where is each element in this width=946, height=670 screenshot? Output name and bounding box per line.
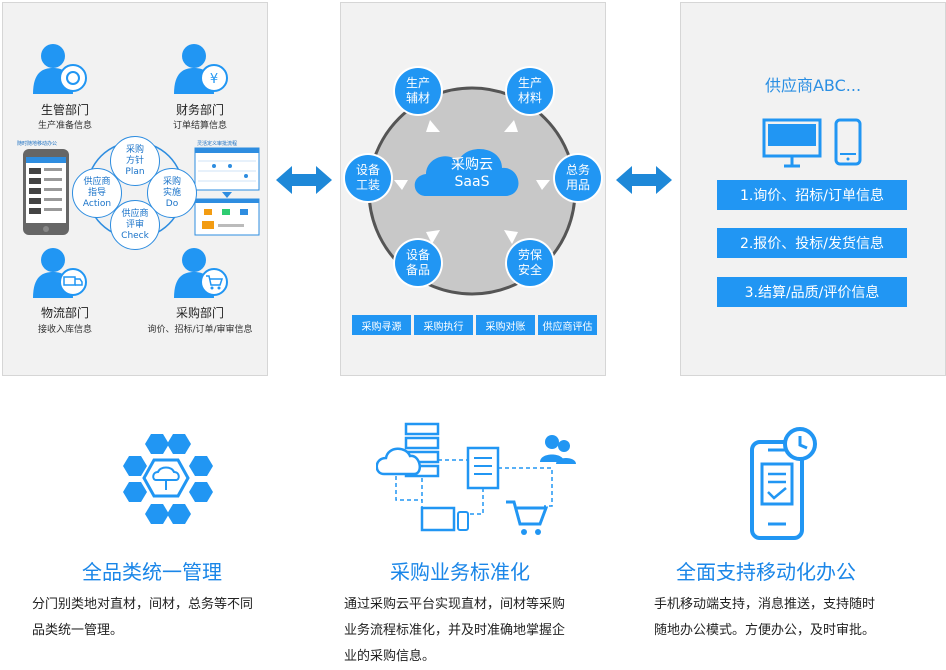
screen-caption: 灵活定义审批流程	[197, 141, 238, 147]
mobile-clock-icon	[750, 427, 817, 540]
node-line: 备品	[405, 263, 430, 277]
dept-desc: 订单结算信息	[172, 121, 227, 131]
feature-desc-line: 手机移动端支持，消息推送，支持随时	[654, 597, 876, 612]
cycle-node-line: Action	[82, 198, 112, 209]
cycle-node-line: 供应商	[83, 176, 111, 187]
supplier-info-bar: 2.报价、投标/发货信息	[717, 228, 907, 258]
dept-name: 采购部门	[175, 306, 224, 320]
node-line: 辅材	[405, 91, 430, 105]
workflow-screen-illustration	[194, 147, 260, 236]
node-line: 工装	[355, 178, 380, 192]
double-arrow-icon	[616, 166, 672, 194]
saas-circle	[367, 86, 577, 296]
supplier-info-bar: 1.询价、招标/订单信息	[717, 180, 907, 210]
center-line: 采购云	[451, 157, 493, 173]
dept-name: 生管部门	[40, 103, 89, 117]
node-line: 用品	[565, 178, 590, 192]
node-line: 总务	[565, 163, 590, 177]
process-button[interactable]: 供应商评估	[538, 315, 597, 335]
feature-title: 采购业务标准化	[390, 560, 530, 584]
process-button[interactable]: 采购对账	[476, 315, 535, 335]
dept-name: 财务部门	[175, 103, 224, 117]
feature-desc: 手机移动端支持，消息推送，支持随时 随地办公模式。方便办公，及时审批。	[654, 592, 934, 644]
node-line: 生产	[517, 76, 542, 90]
cycle-node-line: 指导	[87, 187, 106, 198]
saas-center-label: 采购云 SaaS	[420, 157, 524, 191]
category-node: 总务 用品	[555, 155, 601, 201]
feature-desc: 通过采购云平台实现直材，间材等采购 业务流程标准化，并及时准确地掌握企 业的采购…	[344, 592, 634, 670]
cycle-node-line: 实施	[162, 187, 181, 198]
process-button[interactable]: 采购寻源	[352, 315, 411, 335]
dept-desc: 询价、招标/订单/审审信息	[147, 325, 253, 335]
feature-title: 全面支持移动化办公	[676, 560, 856, 584]
feature-desc-line: 随地办公模式。方便办公，及时审批。	[654, 623, 876, 638]
feature-desc-line: 分门别类地对直材，间材，总务等不同	[32, 597, 254, 612]
cycle-node-action: 供应商 指导 Action	[72, 168, 122, 218]
user-cart-icon	[174, 248, 228, 298]
node-line: 劳保	[517, 248, 542, 262]
feature-desc-line: 通过采购云平台实现直材，间材等采购	[344, 597, 566, 612]
category-node: 生产 材料	[507, 68, 553, 114]
category-hexagon-icon	[123, 434, 213, 524]
supplier-title: 供应商ABC...	[764, 76, 862, 95]
dept-desc: 生产准备信息	[37, 121, 92, 131]
cycle-node-line: 方针	[125, 155, 144, 166]
node-line: 设备	[355, 163, 380, 177]
cycle-node-line: Do	[165, 198, 179, 209]
dept-name: 物流部门	[40, 306, 89, 320]
cycle-node-plan: 采购 方针 Plan	[110, 136, 160, 186]
devices-icon	[762, 118, 862, 168]
node-line: 设备	[405, 248, 430, 262]
phone-illustration	[23, 149, 69, 235]
feature-desc-line: 业务流程标准化，并及时准确地掌握企	[344, 623, 566, 638]
network-diagram-icon	[376, 422, 576, 535]
user-truck-icon	[33, 248, 87, 298]
node-line: 生产	[405, 76, 430, 90]
double-arrow-icon	[276, 166, 332, 194]
feature-title: 全品类统一管理	[82, 560, 222, 584]
cycle-node-line: Plan	[125, 166, 145, 177]
category-node: 劳保 安全	[507, 240, 553, 286]
feature-desc-line: 业的采购信息。	[344, 649, 436, 664]
cycle-node-check: 供应商 评审 Check	[110, 200, 160, 250]
category-node: 设备 工装	[345, 155, 391, 201]
cycle-node-line: 采购	[162, 176, 181, 187]
user-gear-icon	[33, 44, 87, 94]
node-line: 安全	[517, 263, 542, 277]
cycle-node-line: 采购	[125, 144, 144, 155]
cycle-node-line: 供应商	[121, 208, 149, 219]
center-line: SaaS	[454, 174, 490, 190]
supplier-info-bar: 3.结算/品质/评价信息	[717, 277, 907, 307]
process-button[interactable]: 采购执行	[414, 315, 473, 335]
feature-desc-line: 品类统一管理。	[32, 623, 124, 638]
feature-desc: 分门别类地对直材，间材，总务等不同 品类统一管理。	[32, 592, 322, 644]
category-node: 设备 备品	[395, 240, 441, 286]
user-yen-icon: ¥	[174, 44, 228, 94]
cycle-node-line: Check	[121, 230, 149, 241]
dept-desc: 接收入库信息	[37, 325, 92, 335]
category-node: 生产 辅材	[395, 68, 441, 114]
svg-text:¥: ¥	[210, 72, 218, 87]
phone-caption: 随时随地移动办公	[17, 141, 58, 147]
node-line: 材料	[517, 91, 542, 105]
cycle-node-line: 评审	[125, 219, 144, 230]
